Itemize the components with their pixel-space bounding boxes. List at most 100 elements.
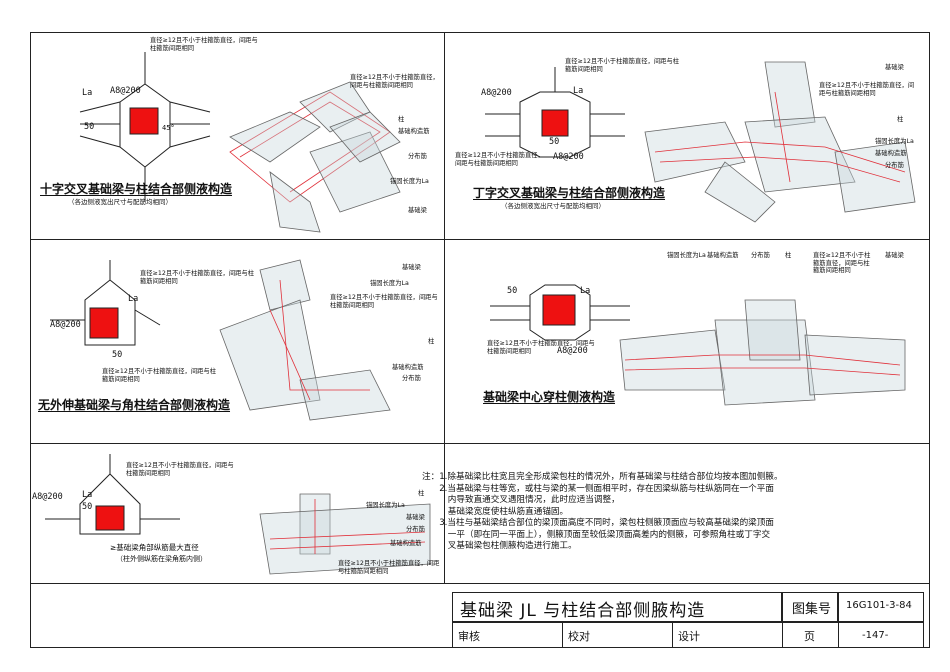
label-column: 柱	[398, 116, 405, 123]
dim-50: 50	[112, 350, 123, 360]
label-foundation-beam: 基础梁	[408, 207, 427, 214]
titleblock-row2	[452, 622, 924, 648]
panel-subtitle: （各边侧液宽出尺寸与配筋均相同）	[68, 198, 172, 206]
t-section-svg	[485, 61, 916, 223]
divider	[672, 622, 673, 648]
note-line-1: 注：1.除基础梁比柱宽且完全形成梁包柱的情况外，所有基础梁与柱结合部位均按本图加…	[422, 472, 783, 482]
panel-title: 十字交叉基础梁与柱结合部侧液构造	[40, 182, 233, 196]
panel-t-intersection: A8@200 A8@200 La 50 直径≥12且不小于柱箍筋直径，间距与柱箍…	[445, 32, 930, 240]
label-column: 柱	[897, 116, 904, 123]
label-anchor-length: 锚固长度为La	[370, 280, 409, 287]
divider	[562, 622, 563, 648]
label-construct-rebar: 基础构造筋	[392, 364, 424, 371]
label-column: 柱	[785, 252, 792, 259]
divider	[838, 622, 839, 648]
note-bottom: 直径≥12且不小于柱箍筋直径，间距与柱箍筋间距相同	[455, 152, 544, 167]
drawing-title: 基础梁 JL 与柱结合部侧腋构造	[460, 601, 706, 621]
dim-a8-200: A8@200	[557, 346, 588, 356]
note-line-3: 内导致直通交叉遇阻情况，此时应适当调整，	[422, 495, 620, 505]
dim-50: 50	[507, 286, 518, 296]
corner-section-svg	[50, 259, 391, 421]
column-section	[542, 294, 576, 326]
dim-50: 50	[549, 137, 560, 147]
dim-a8-200: A8@200	[50, 320, 81, 330]
dim-a8-200: A8@200	[110, 86, 141, 96]
label-anchor-length: 锚固长度为La	[390, 178, 429, 185]
label-construct-rebar: 基础构造筋	[398, 128, 430, 135]
dim-la: La	[573, 86, 584, 96]
label-rebar: 直径≥12且不小于柱箍筋直径，间距与柱箍筋间距相同	[813, 252, 871, 274]
label-anchor-length: 锚固长度为La	[875, 138, 914, 145]
note-line-7: 叉基础梁包柱侧腋构造进行施工。	[422, 541, 577, 551]
notes-block: 注：1.除基础梁比柱宽且完全形成梁包柱的情况外，所有基础梁与柱结合部位均按本图加…	[422, 472, 922, 553]
cross-section-svg	[79, 52, 401, 233]
panel-corner-column: A8@200 La 50 直径≥12且不小于柱箍筋直径，间距与柱箍筋间距相同 直…	[30, 240, 445, 444]
titleblock-atlas-no-cell	[838, 592, 924, 622]
note-top: 直径≥12且不小于柱箍筋直径，间距与柱箍筋间距相同	[565, 58, 680, 73]
note-line-4: 基础梁宽度使柱纵筋直通锚固。	[422, 506, 569, 517]
note-mid2: （柱外侧纵筋在梁角筋内侧）	[116, 555, 207, 563]
label-distribution-rebar: 分布筋	[408, 153, 427, 160]
panel-variant: A8@200 La 50 直径≥12且不小于柱箍筋直径，间距与柱箍筋间距相同 ≥…	[30, 444, 445, 584]
center-section-svg	[490, 284, 906, 406]
divider	[782, 622, 783, 648]
label-construct-rebar: 基础构造筋	[875, 150, 907, 157]
label-distribution-rebar: 分布筋	[402, 375, 421, 382]
note-line-2: 2.当基础梁与柱等宽，或柱与梁的某一侧面相平时，存在因梁纵筋与柱纵筋同在一个平面	[422, 483, 774, 494]
column-section	[541, 109, 569, 137]
label-construct-rebar: 基础构造筋	[707, 252, 739, 259]
label-rebar: 直径≥12且不小于柱箍筋直径，间距与柱箍筋间距相同	[338, 560, 440, 575]
panel-title: 丁字交叉基础梁与柱结合部侧液构造	[473, 186, 666, 200]
page-label: 页	[804, 630, 815, 643]
panel-cross-intersection: A8@200 La 50 45° 直径≥12且不小于柱箍筋直径，间距与柱箍筋间距…	[30, 32, 445, 240]
variant-section-svg	[45, 454, 431, 575]
dim-50: 50	[82, 502, 93, 512]
column-section	[129, 107, 159, 135]
note-top: 直径≥12且不小于柱箍筋直径，间距与柱箍筋间距相同	[140, 270, 255, 285]
dim-a8-200: A8@200	[32, 492, 63, 502]
dim-la: La	[82, 490, 93, 500]
check-label: 校对	[568, 630, 590, 643]
panel-center-through: 50 La A8@200 直径≥12且不小于柱箍筋直径，间距与柱箍筋间距相同 锚…	[445, 240, 930, 444]
label-rebar: 直径≥12且不小于柱箍筋直径，间距与柱箍筋间距相同	[819, 82, 915, 97]
label-anchor-length: 锚固长度为La	[366, 502, 405, 509]
label-rebar: 直径≥12且不小于柱箍筋直径，间距与柱箍筋间距相同	[330, 294, 438, 309]
review-label: 审核	[458, 630, 480, 643]
panel-subtitle: （各边侧液宽出尺寸与配筋均相同）	[501, 202, 605, 210]
dim-a8-200-bottom: A8@200	[553, 152, 584, 162]
label-foundation-beam: 基础梁	[885, 64, 904, 71]
note-top: 直径≥12且不小于柱箍筋直径，间距与柱箍筋间距相同	[126, 462, 234, 477]
note-top: 直径≥12且不小于柱箍筋直径，间距与柱箍筋间距相同	[150, 37, 258, 52]
column-section	[89, 307, 119, 339]
dim-a8-200-left: A8@200	[481, 88, 512, 98]
dim-50: 50	[84, 122, 95, 132]
titleblock-atlas-label-cell	[782, 592, 838, 622]
note-bottom: 直径≥12且不小于柱箍筋直径，间距与柱箍筋间距相同	[487, 340, 595, 355]
note-bottom: 直径≥12且不小于柱箍筋直径，间距与柱箍筋间距相同	[102, 368, 217, 383]
dim-45: 45°	[162, 124, 175, 132]
label-anchor-length: 锚固长度为La	[667, 252, 706, 259]
note-line-5: 3.当柱与基础梁结合部位的梁顶面高度不同时，梁包柱侧腋顶面应与较高基础梁的梁顶面	[422, 518, 774, 528]
panel-title: 基础梁中心穿柱侧液构造	[483, 390, 616, 404]
dim-la: La	[580, 286, 591, 296]
label-foundation-beam: 基础梁	[885, 252, 904, 259]
column-section	[95, 505, 125, 531]
panel-notes	[445, 444, 930, 584]
note-mid: ≥基础梁角部纵筋最大直径	[110, 543, 199, 552]
panel-title: 无外伸基础梁与角柱结合部侧液构造	[38, 398, 231, 412]
label-construct-rebar: 基础构造筋	[390, 540, 422, 547]
label-distribution-rebar: 分布筋	[406, 526, 425, 533]
label-rebar: 直径≥12且不小于柱箍筋直径，间距与柱箍筋间距相同	[350, 74, 439, 89]
label-foundation-beam: 基础梁	[402, 264, 421, 271]
titleblock-title-cell	[452, 592, 782, 622]
page-number: -147-	[862, 630, 889, 641]
label-column: 柱	[418, 490, 425, 497]
note-line-6: 一平（即在同一平面上），侧腋顶面至较低梁顶面高差内的侧腋，可参照角柱或丁字交	[422, 529, 771, 540]
label-foundation-beam: 基础梁	[406, 514, 425, 521]
dim-la: La	[128, 294, 139, 304]
label-distribution-rebar: 分布筋	[885, 162, 904, 169]
label-column: 柱	[428, 338, 435, 345]
atlas-label: 图集号	[792, 602, 832, 617]
design-label: 设计	[678, 630, 700, 643]
label-distribution-rebar: 分布筋	[751, 252, 770, 259]
